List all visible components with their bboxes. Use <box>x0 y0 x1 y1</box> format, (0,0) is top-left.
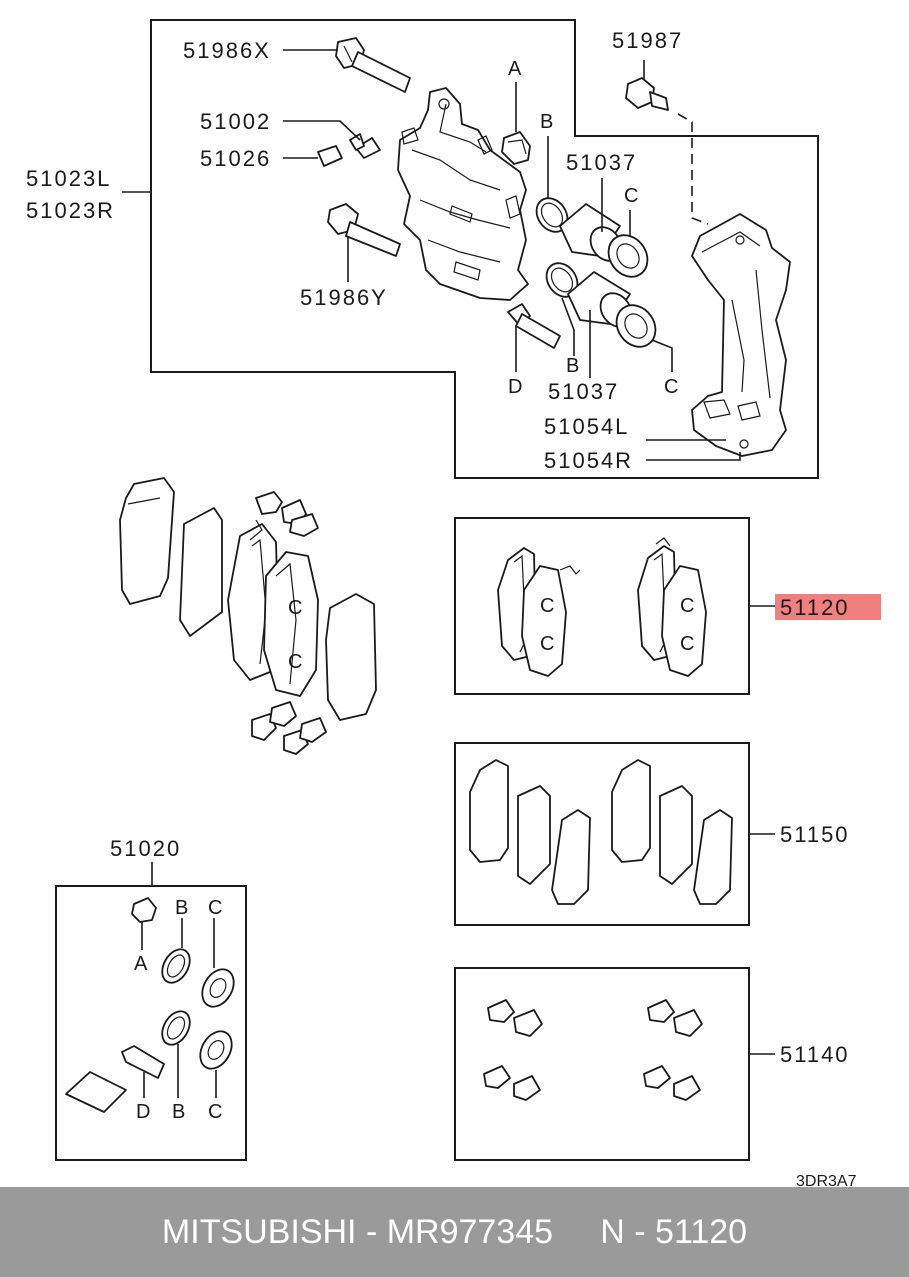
label-b-top: B <box>540 111 553 133</box>
label-c-mid: C <box>664 376 678 398</box>
clip-set-51140 <box>483 999 703 1101</box>
footer-bar: MITSUBISHI - MR977345 N - 51120 <box>0 1187 909 1277</box>
label-a-top: A <box>508 58 522 80</box>
highlight-51120 <box>775 594 881 620</box>
label-c-top: C <box>624 185 638 207</box>
label-51026: 51026 <box>200 146 271 171</box>
pad-set-51120-left: C C <box>497 547 581 677</box>
exploded-pad-set: C C <box>119 477 377 755</box>
piston-boot-c-upper <box>607 234 649 278</box>
label-51054l: 51054L <box>544 414 629 439</box>
guide-bolt-51986y <box>327 203 401 257</box>
svg-text:C: C <box>680 595 694 617</box>
label-51002: 51002 <box>200 109 271 134</box>
clip-set-box-51140 <box>454 967 750 1161</box>
label-51120: 51120 <box>780 595 850 620</box>
label-51140: 51140 <box>780 1042 850 1067</box>
pad-set-51120-right: C C <box>637 537 707 677</box>
piston-boot-c-lower <box>615 304 657 348</box>
label-b-mid: B <box>566 355 579 377</box>
label-51037-top: 51037 <box>566 150 637 175</box>
svg-text:C: C <box>540 595 554 617</box>
caliper-assembly-outline <box>150 19 819 479</box>
bleeder-screw-51002 <box>349 133 381 159</box>
label-51023r: 51023R <box>26 198 115 223</box>
svg-text:C: C <box>288 651 302 673</box>
caliper-body <box>397 87 529 301</box>
bolt-51987 <box>625 77 669 111</box>
bleeder-cap-51026 <box>317 145 343 167</box>
svg-text:C: C <box>288 597 302 619</box>
label-a-kit: A <box>134 953 148 975</box>
guide-bolt-51986x <box>335 37 411 93</box>
label-c-kit-top: C <box>208 897 222 919</box>
footer-part-title: MITSUBISHI - MR977345 N - 51120 <box>161 1212 748 1251</box>
label-51150: 51150 <box>780 822 850 847</box>
label-51020: 51020 <box>110 836 181 861</box>
label-c-kit-bot: C <box>208 1101 222 1123</box>
label-51986y: 51986Y <box>300 285 388 310</box>
label-51037-mid: 51037 <box>548 379 619 404</box>
label-51986x: 51986X <box>183 38 271 63</box>
seal-kit-51020 <box>65 897 235 1113</box>
caliper-support-51054 <box>691 213 791 457</box>
svg-text:C: C <box>680 633 694 655</box>
guide-pin-d <box>507 303 561 349</box>
diagram-code: 3DR3A7 <box>796 1173 857 1187</box>
shim-set-51150 <box>469 759 733 905</box>
seal-kit-box-51020 <box>55 885 247 1161</box>
label-b-kit-top: B <box>175 897 188 919</box>
label-d-mid: D <box>508 376 522 398</box>
label-b-kit-bot: B <box>172 1101 185 1123</box>
label-51987: 51987 <box>612 28 683 53</box>
label-51023l: 51023L <box>26 166 111 191</box>
label-d-kit: D <box>136 1101 150 1123</box>
boot-a <box>501 131 531 165</box>
svg-text:C: C <box>540 633 554 655</box>
label-51054r: 51054R <box>544 448 633 473</box>
parts-diagram: C C C C C C <box>26 19 881 1187</box>
